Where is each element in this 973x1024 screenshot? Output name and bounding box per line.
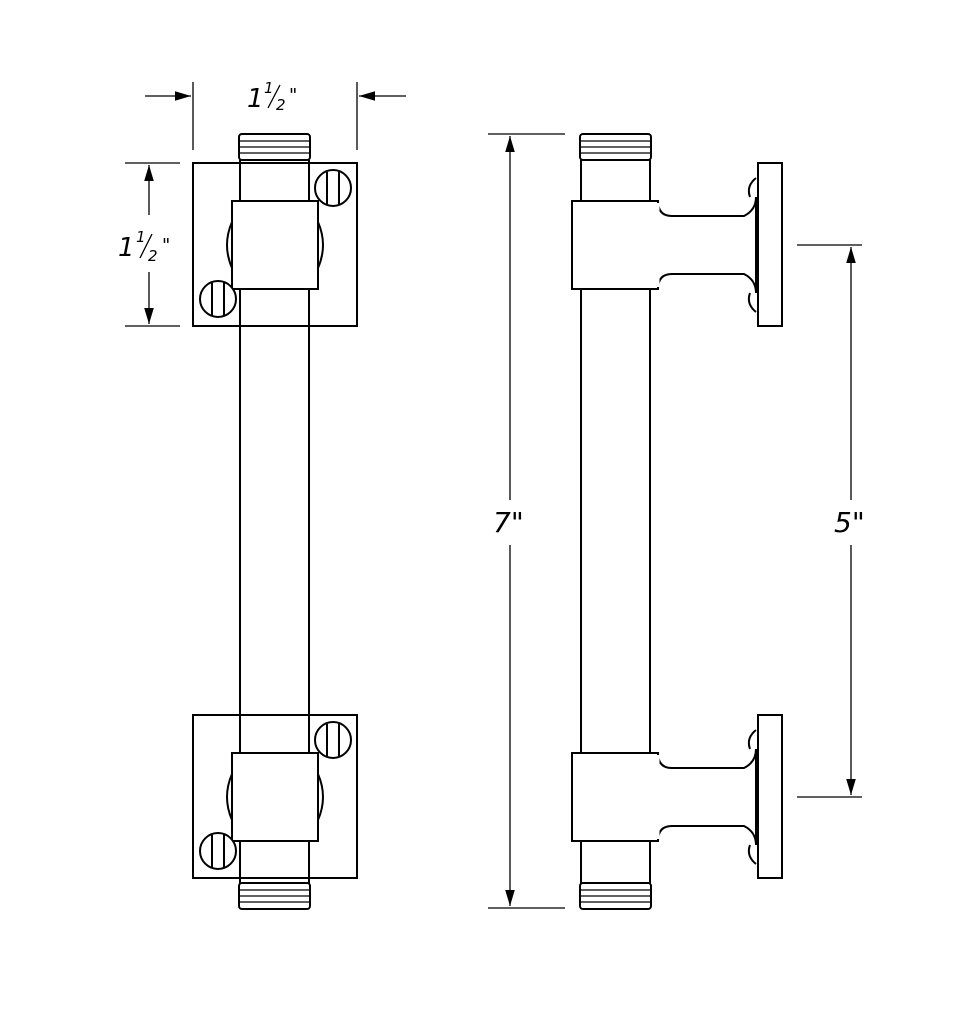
front-top-backplate	[192, 162, 358, 327]
screw-icon	[314, 721, 352, 759]
front-width-whole: 1	[247, 84, 264, 114]
side-bottom-rosette	[757, 714, 783, 879]
overall-length-label: 7"	[493, 506, 524, 539]
screw-icon	[199, 280, 237, 318]
front-width-numerator: 1	[264, 79, 274, 97]
side-top-rosette	[757, 162, 783, 327]
front-bottom-mount-block	[231, 752, 319, 842]
front-bottom-end-cap	[238, 882, 311, 910]
front-height-inch-mark: "	[162, 235, 170, 256]
front-width-denominator: 2	[276, 96, 286, 114]
side-top-standoff	[571, 162, 783, 327]
front-width-dimension: 1 1 2 "	[145, 79, 406, 150]
front-height-dimension: 1 1 2 "	[118, 162, 180, 327]
front-height-denominator: 2	[148, 247, 158, 265]
front-width-inch-mark: "	[289, 85, 297, 106]
center-to-center-label: 5"	[834, 506, 865, 539]
side-bottom-standoff	[571, 714, 783, 879]
screw-icon	[199, 832, 237, 870]
side-bottom-end-cap	[579, 882, 652, 910]
front-top-mount-block	[231, 200, 319, 290]
screw-icon	[314, 169, 352, 207]
front-height-whole: 1	[118, 233, 135, 263]
front-bottom-backplate	[192, 714, 358, 879]
front-top-end-cap	[238, 133, 311, 161]
front-height-numerator: 1	[136, 228, 146, 246]
overall-length-dimension: 7"	[488, 133, 565, 909]
center-to-center-dimension: 5"	[797, 244, 865, 798]
side-view: 7" 5"	[488, 133, 865, 910]
side-top-end-cap	[579, 133, 652, 161]
front-view: 1 1 2 " 1 1 2 "	[118, 79, 406, 910]
